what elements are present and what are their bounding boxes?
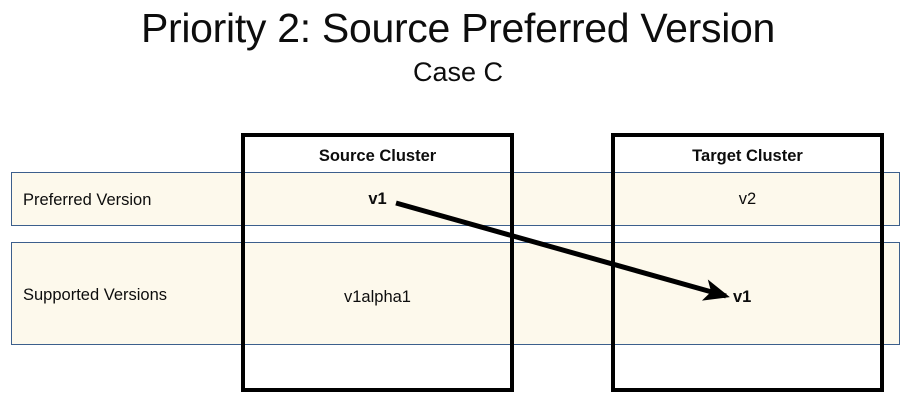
- page-subtitle: Case C: [412, 57, 504, 87]
- row-label-preferred-version: Preferred Version: [23, 191, 152, 209]
- target-cluster-title: Target Cluster: [692, 147, 803, 165]
- source-cluster-box: Source Cluster: [241, 133, 514, 392]
- cell-target-preferred-version: v2: [738, 190, 757, 208]
- page-title: Priority 2: Source Preferred Version: [140, 5, 776, 51]
- cell-target-supported-versions: v1: [733, 288, 752, 306]
- target-cluster-box: Target Cluster: [611, 133, 884, 392]
- source-cluster-title: Source Cluster: [318, 147, 437, 165]
- cell-source-preferred-version: v1: [368, 190, 387, 208]
- cell-source-supported-versions: v1alpha1: [344, 288, 411, 306]
- row-label-supported-versions: Supported Versions: [23, 286, 168, 304]
